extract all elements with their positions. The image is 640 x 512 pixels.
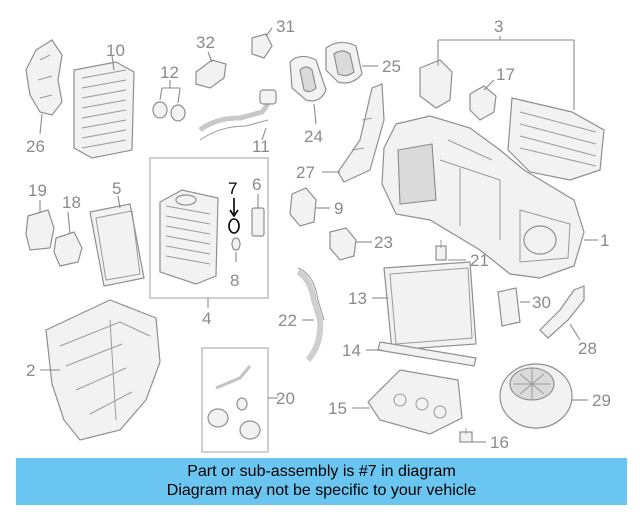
callout-10: 10 — [106, 41, 125, 60]
callout-18: 18 — [62, 193, 81, 212]
part-13-air-filter — [372, 261, 477, 351]
part-18-bracket — [53, 211, 83, 267]
part-19-bracket — [25, 200, 55, 251]
part-20-hardware-kit — [201, 347, 278, 453]
part-32-sensor — [195, 51, 227, 89]
banner-line-disclaimer: Diagram may not be specific to your vehi… — [166, 482, 477, 499]
part-23-actuator — [329, 227, 372, 261]
callout-27: 27 — [296, 163, 315, 182]
callout-6: 6 — [252, 175, 261, 194]
part-14-seal-strip — [366, 341, 477, 367]
callout-30: 30 — [532, 293, 551, 312]
callout-23: 23 — [374, 233, 393, 252]
callout-24: 24 — [304, 127, 323, 146]
part-15-tray — [352, 369, 463, 435]
part-12-o-rings — [152, 80, 186, 122]
callout-12: 12 — [160, 63, 179, 82]
part-31-sensor — [251, 27, 273, 59]
part-1-hvac-housing — [381, 115, 598, 279]
callout-8: 8 — [230, 271, 239, 290]
part-8-o-ring — [231, 237, 241, 262]
callout-20: 20 — [276, 389, 295, 408]
callout-4: 4 — [202, 309, 211, 328]
callout-11: 11 — [252, 137, 270, 156]
part-5-filter — [89, 195, 145, 287]
callout-26: 26 — [26, 137, 45, 156]
callout-16: 16 — [490, 433, 509, 452]
part-29-blower-motor — [499, 363, 588, 429]
callout-15: 15 — [328, 399, 347, 418]
part-2-lower-housing — [40, 299, 161, 441]
callout-17: 17 — [496, 65, 515, 84]
callout-9: 9 — [334, 199, 343, 218]
callout-25: 25 — [382, 57, 401, 76]
callout-21: 21 — [470, 251, 489, 270]
exploded-parts-diagram: 1 2 3 4 5 6 7 8 9 10 11 12 13 14 15 16 1… — [25, 17, 611, 453]
part-info-banner: Part or sub-assembly is #7 in diagram Di… — [16, 458, 627, 505]
part-21-screw — [435, 240, 466, 261]
part-30-bracket — [497, 287, 530, 327]
part-6-expansion-valve — [251, 194, 265, 237]
part-22-drain-hose — [296, 267, 325, 362]
part-27-bracket — [322, 83, 385, 183]
callout-22: 22 — [278, 311, 297, 330]
part-9-sensor — [289, 187, 330, 227]
part-4-evaporator-box — [149, 157, 269, 308]
callout-13: 13 — [348, 289, 367, 308]
callout-7: 7 — [228, 179, 237, 198]
part-17-bracket — [469, 79, 497, 121]
callout-19: 19 — [28, 181, 47, 200]
part-26-bracket — [25, 39, 63, 135]
callout-1: 1 — [600, 231, 609, 250]
callout-labels: 1 2 3 4 5 6 7 8 9 10 11 12 13 14 15 16 1… — [26, 17, 611, 452]
banner-line-part-number: Part or sub-assembly is #7 in diagram — [187, 463, 456, 480]
callout-31: 31 — [276, 17, 295, 36]
callout-28: 28 — [578, 339, 597, 358]
part-10-heater-core — [73, 55, 135, 159]
part-24-seal — [289, 55, 327, 125]
callout-3: 3 — [494, 17, 503, 36]
part-3-upper-case — [419, 36, 605, 181]
part-25-seal — [325, 41, 378, 84]
part-11-ac-line — [198, 89, 277, 141]
callout-2: 2 — [26, 361, 35, 380]
part-7-o-ring — [228, 198, 240, 234]
callout-5: 5 — [112, 179, 121, 198]
callout-14: 14 — [342, 341, 361, 360]
part-16-screw — [459, 428, 486, 443]
part-28-bracket — [539, 285, 585, 341]
callout-32: 32 — [196, 33, 215, 52]
callout-29: 29 — [592, 391, 611, 410]
